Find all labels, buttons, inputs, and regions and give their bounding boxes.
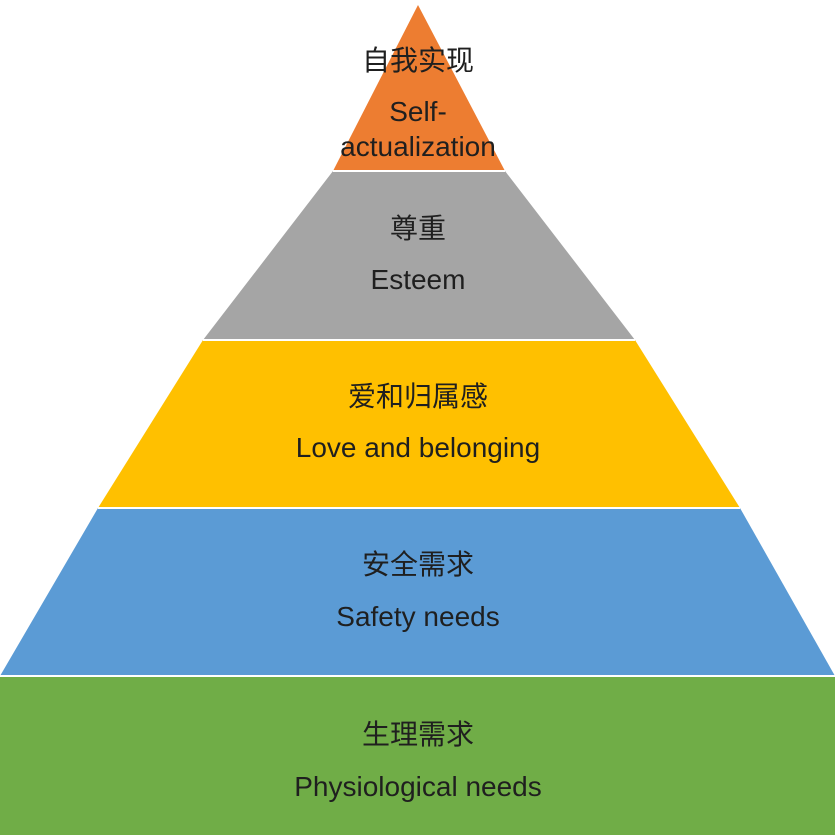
pyramid-level-safety-needs: 安全需求 Safety needs — [0, 508, 835, 676]
pyramid-level-self-actualization: 自我实现 Self- actualization — [333, 5, 505, 171]
level-self-actualization-shape — [333, 5, 505, 171]
level-love-and-belonging-en-label: Love and belonging — [296, 432, 540, 463]
level-esteem-zh-label: 尊重 — [390, 212, 446, 245]
level-love-and-belonging-shape — [98, 340, 740, 508]
level-self-actualization-en-label-line1: Self- — [389, 96, 447, 127]
pyramid-level-love-and-belonging: 爱和归属感 Love and belonging — [98, 340, 740, 508]
level-esteem-shape — [203, 171, 635, 340]
pyramid-level-esteem: 尊重 Esteem — [203, 171, 635, 340]
level-self-actualization-en-label-line2: actualization — [340, 131, 496, 162]
level-safety-needs-shape — [0, 508, 835, 676]
level-physiological-needs-en-label: Physiological needs — [294, 771, 542, 802]
pyramid-level-physiological-needs: 生理需求 Physiological needs — [0, 676, 835, 835]
level-physiological-needs-zh-label: 生理需求 — [362, 718, 474, 751]
level-self-actualization-zh-label: 自我实现 — [362, 44, 474, 77]
level-physiological-needs-shape — [0, 676, 835, 835]
level-love-and-belonging-zh-label: 爱和归属感 — [348, 380, 488, 413]
level-safety-needs-en-label: Safety needs — [336, 601, 499, 632]
level-safety-needs-zh-label: 安全需求 — [362, 548, 474, 581]
level-esteem-en-label: Esteem — [371, 264, 466, 295]
